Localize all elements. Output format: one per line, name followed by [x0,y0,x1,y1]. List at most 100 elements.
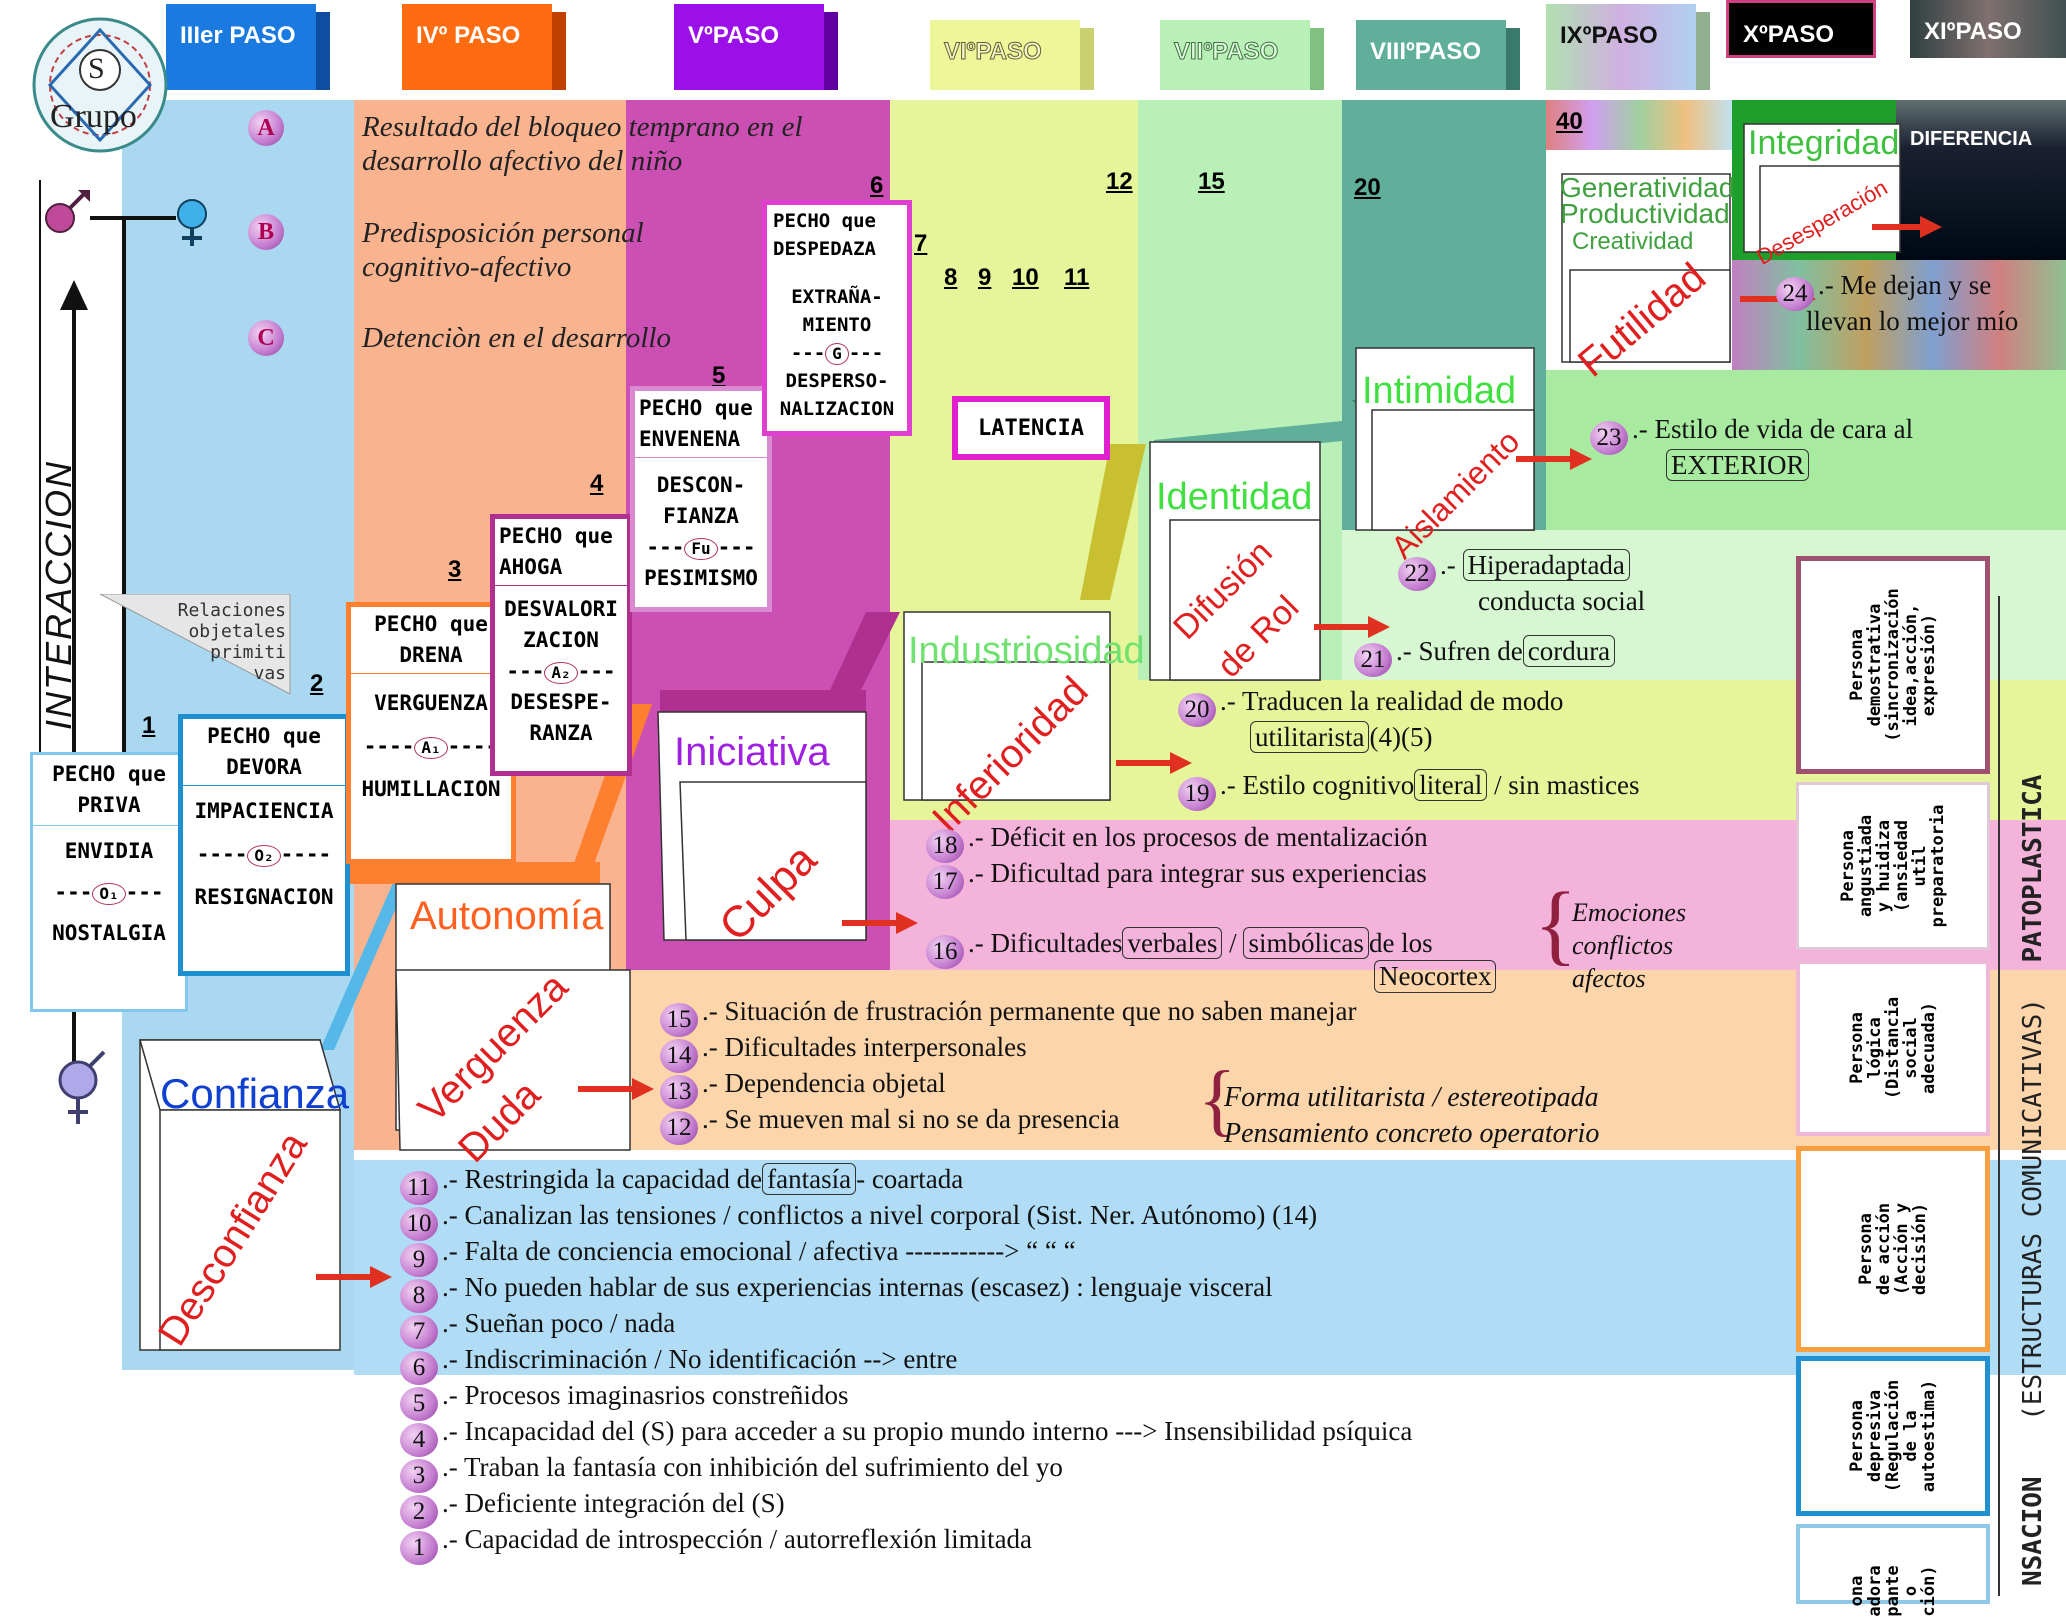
num-10: 10 [1012,264,1039,291]
breast-drena: PECHO que DRENA VERGUENZA ----A₁---- HUM… [346,602,516,864]
list-item: llevan lo mejor mío [1806,306,2019,336]
logo-emblem [32,17,168,153]
list-item: 5.- Procesos imaginasrios constreñidos [400,1380,848,1421]
list-item: 20.- Traducen la realidad de modo [1178,686,1563,727]
cube-iniciativa: Iniciativa [674,730,830,774]
num-1: 1 [142,712,156,739]
arrow-icon [578,1078,654,1100]
breast-devora: PECHO que DEVORA IMPACIENCIA ----O₂---- … [178,714,350,976]
cube-integridad: Integridad [1748,124,1900,162]
list-item: 6.- Indiscriminación / No identificación… [400,1344,957,1385]
breast-priva: PECHO que PRIVA ENVIDIA ---O₁--- NOSTALG… [30,752,188,1012]
list-item: 12.- Se mueven mal si no se da presencia [660,1104,1120,1145]
noise-square-40 [1546,100,1732,150]
num-11: 11 [1064,264,1090,291]
list-item: 10.- Canalizan las tensiones / conflicto… [400,1200,1317,1241]
pink-brace: { [1534,875,1578,974]
cube-industriosidad: Industriosidad [908,630,1145,672]
step-11: XIºPASO [1910,0,2066,58]
step-7: VIIºPASO [1160,20,1324,90]
num-8: 8 [944,264,958,291]
neocortex-box: Neocortex [1374,960,1497,993]
orange-brace: { [1198,1056,1237,1144]
cube-confianza: Confianza [160,1070,350,1117]
list-item: 14.- Dificultades interpersonales [660,1032,1027,1073]
cube-generatividad: Generatividad [1560,172,1735,203]
marker-a: A [248,110,284,146]
num-3: 3 [448,556,462,583]
marker-c: C [248,320,284,356]
step-5: VºPASO [674,4,838,90]
step-10: XºPASO [1726,0,1876,58]
num-4: 4 [590,470,604,497]
list-item: EXTERIOR [1666,449,1810,481]
intro-a: Resultado del bloqueo temprano en el des… [362,111,803,177]
cube-autonomia: Autonomía [410,894,604,938]
breast-ahoga: PECHO que AHOGA DESVALORI ZACION ---A₂--… [490,514,632,776]
num-5: 5 [712,362,726,389]
num-15: 15 [1198,168,1225,195]
list-item: 3.- Traban la fantasía con inhibición de… [400,1452,1063,1493]
list-item: 9.- Falta de conciencia emocional / afec… [400,1236,1076,1277]
arrow-icon [1116,752,1192,774]
green-band [1546,370,2066,530]
list-item: 23.- Estilo de vida de cara al [1590,414,1913,455]
cube-creatividad: Creatividad [1572,228,1694,255]
relaciones-text: Relaciones objetales primiti vas [177,600,286,684]
step-3: IIIer PASO [166,4,330,90]
persona-divider [1998,596,2000,1596]
male-icon [45,190,90,233]
marker-b: B [248,214,284,250]
arrow-icon [316,1266,392,1288]
list-item: 7.- Sueñan poco / nada [400,1308,675,1349]
num-20: 20 [1354,174,1381,201]
relaciones-triangle [100,594,291,694]
breast-envenena: PECHO que ENVENENA DESCON- FIANZA ---Fu-… [630,386,772,612]
logo: S Grupo [30,10,170,160]
breast-despedaza: PECHO que DESPEDAZA EXTRAÑA- MIENTO ---G… [762,200,912,436]
arrow-icon [842,912,918,934]
intersex-icon [58,1050,106,1124]
num-12: 12 [1106,168,1133,195]
latencia-box: LATENCIA [952,396,1110,460]
cube-intimidad: Intimidad [1362,370,1517,412]
num-40: 40 [1556,108,1583,135]
list-item: conducta social [1478,586,1646,616]
cube-identidad: Identidad [1156,476,1313,518]
step-9: IXºPASO [1546,4,1710,90]
vertical-label: NSACION (ESTRUCTURAS COMUNICATIVAS) PATO… [2018,774,2048,1586]
arrow-icon [1314,616,1390,638]
num-9: 9 [978,264,992,291]
list-item: 4.- Incapacidad del (S) para acceder a s… [400,1416,1412,1457]
num-7: 7 [914,230,928,257]
intro-b: Predisposición personal cognitivo-afecti… [362,217,644,283]
cube-productividad: Productividad [1560,198,1730,229]
list-item: 22.- Hiperadaptada [1398,549,1630,591]
arrow-icon [1516,448,1592,470]
list-item: 18.- Déficit en los procesos de mentaliz… [926,822,1428,863]
lightblue-band [354,1160,2066,1375]
intro-c: Detenciòn en el desarrollo [362,322,671,354]
arrow-icon [1872,216,1942,238]
list-item: utilitarista(4)(5) [1250,721,1432,753]
list-item: 2.- Deficiente integración del (S) [400,1488,785,1529]
list-item: 8.- No pueden hablar de sus experiencias… [400,1272,1273,1313]
list-item: 15.- Situación de frustración permanente… [660,996,1357,1037]
list-item: 13.- Dependencia objetal [660,1068,946,1109]
step-8: VIIIºPASO [1356,20,1520,90]
step-6: VIºPASO [930,20,1094,90]
num-2: 2 [310,670,324,697]
logo-letter: S [88,52,105,85]
